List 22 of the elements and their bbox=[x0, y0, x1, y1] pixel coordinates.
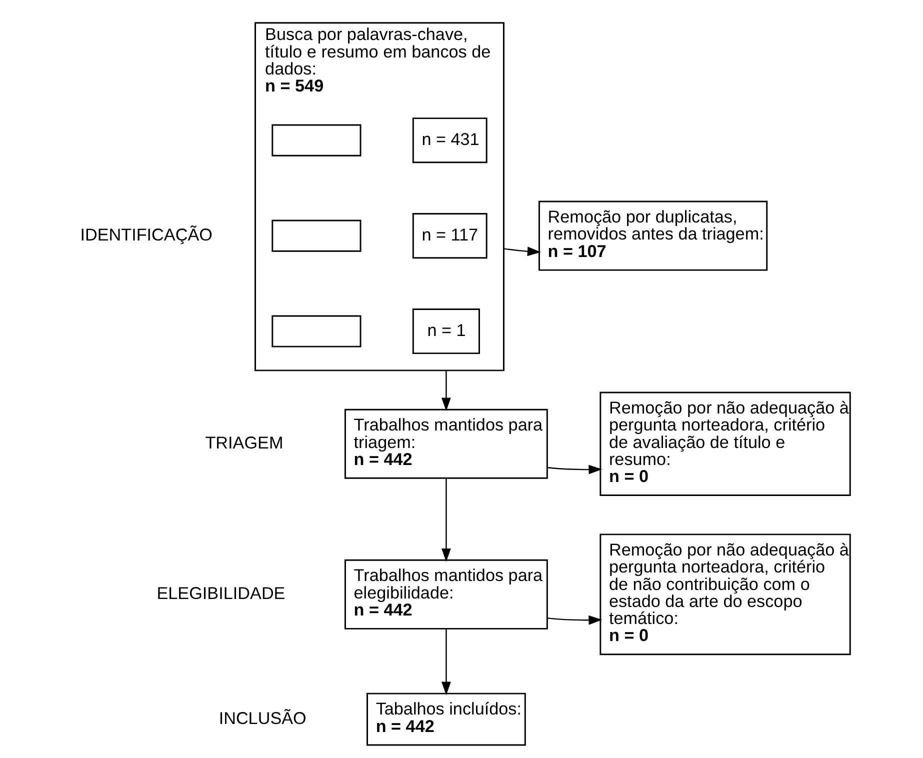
arrow bbox=[441, 628, 451, 696]
arrow bbox=[441, 478, 451, 562]
node-box: Trabalhos mantidos para elegibilidade: n = 442 bbox=[344, 559, 548, 630]
node-box: Remoção por duplicatas, removidos antes da triagem: n = 107 bbox=[538, 200, 768, 271]
label: ELEGIBILIDADE bbox=[156, 582, 286, 603]
node-box: Remoção por não adequação à pergunta norteadora, critério de avaliação de título e resumo: n = 0 bbox=[600, 392, 851, 496]
node-box: Trabalhos mantidos para triagem: n = 442 bbox=[344, 408, 548, 479]
label: IDENTIFICAÇÃO bbox=[80, 224, 212, 244]
node-box bbox=[272, 220, 362, 252]
node-box: n = 431 bbox=[412, 118, 488, 164]
node-box: Tabalhos incluídos: n = 442 bbox=[366, 692, 526, 746]
node-box bbox=[272, 315, 362, 348]
arrow bbox=[504, 246, 541, 256]
node-box bbox=[272, 124, 362, 156]
arrow bbox=[441, 370, 451, 412]
node-box: n = 1 bbox=[412, 308, 480, 354]
label: TRIAGEM bbox=[205, 432, 284, 452]
arrow bbox=[548, 464, 602, 474]
node-box: n = 117 bbox=[412, 213, 488, 259]
label: INCLUSÃO bbox=[218, 708, 306, 728]
node-box: Remoção por não adequação à pergunta norteadora, critério de não contribuição com o estado da arte do escopo temático: n = 0 bbox=[600, 534, 851, 656]
arrow bbox=[548, 615, 602, 625]
